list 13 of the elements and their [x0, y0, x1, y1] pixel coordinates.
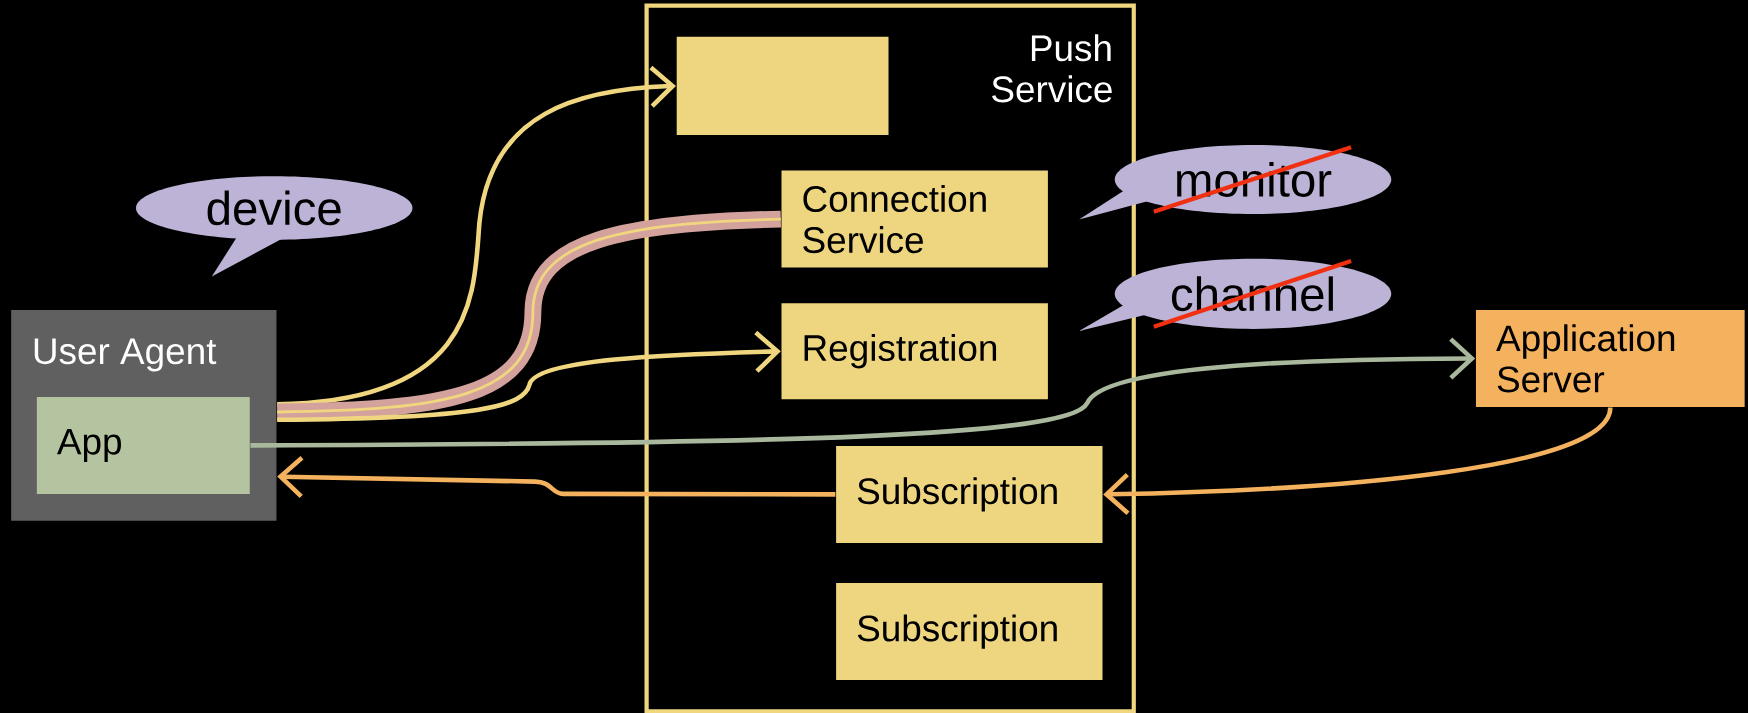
- server-box: Application Server: [1475, 309, 1745, 407]
- service-box: Connection Service: [781, 170, 1048, 268]
- arrow: [277, 330, 781, 422]
- arrow: [250, 337, 1476, 448]
- service-box: Subscription: [836, 582, 1103, 680]
- arrow: [1103, 406, 1613, 515]
- app-box: App: [36, 396, 250, 494]
- service-box: Registration: [781, 303, 1048, 399]
- empty-box: [676, 36, 889, 135]
- service-box: Subscription: [836, 445, 1103, 543]
- arrow: [277, 65, 676, 407]
- arrow: [277, 455, 836, 498]
- speech-bubble: device: [135, 175, 413, 277]
